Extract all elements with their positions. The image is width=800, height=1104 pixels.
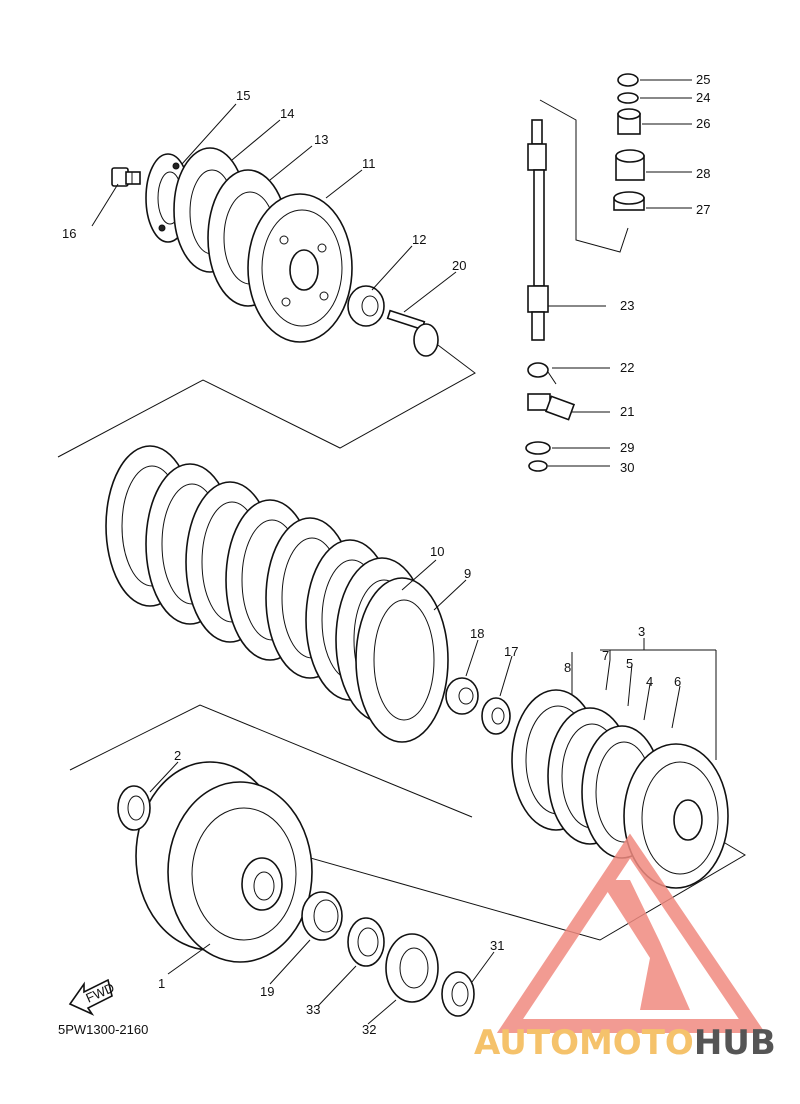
- callout-23: 23: [620, 298, 634, 313]
- bolt-16: [111, 167, 141, 187]
- callout-7: 7: [602, 648, 609, 663]
- push-rod-shaft-23: [527, 119, 549, 341]
- push-rod-20: [386, 309, 439, 357]
- washer-17: [481, 697, 511, 735]
- callout-numbers: 15 14 13 11 16 12 20 25 24 26 28 27 23 2…: [62, 72, 710, 1037]
- callout-24: 24: [696, 90, 710, 105]
- gear-32: [385, 933, 439, 1003]
- bearing-28: [615, 149, 645, 181]
- callout-8: 8: [564, 660, 571, 675]
- washer-31: [441, 971, 475, 1017]
- clutch-boss-assembly-3: [511, 689, 729, 889]
- watermark-text: AUTOMOTOHUB: [474, 1023, 776, 1063]
- callout-21: 21: [620, 404, 634, 419]
- fwd-arrow: FWD: [68, 978, 117, 1016]
- callout-9: 9: [464, 566, 471, 581]
- callout-20: 20: [452, 258, 466, 273]
- callout-11: 11: [362, 156, 376, 171]
- callout-17: 17: [504, 644, 518, 659]
- callout-31: 31: [490, 938, 504, 953]
- washer-29: [525, 441, 551, 455]
- callout-13: 13: [314, 132, 328, 147]
- diagram-code: 5PW1300-2160: [58, 1022, 148, 1037]
- callout-19: 19: [260, 984, 274, 999]
- clutch-housing-1: [135, 761, 313, 963]
- needle-bearing-19: [301, 891, 343, 941]
- bearing-18: [445, 677, 479, 715]
- callout-18: 18: [470, 626, 484, 641]
- callout-2: 2: [174, 748, 181, 763]
- watermark-triangle-icon: [496, 833, 766, 1033]
- callout-1: 1: [158, 976, 165, 991]
- callout-16: 16: [62, 226, 76, 241]
- circlip-30: [528, 460, 548, 472]
- friction-plate-stack: [105, 445, 449, 743]
- callout-4: 4: [646, 674, 653, 689]
- washer-33: [347, 917, 385, 967]
- washer-2: [117, 785, 151, 831]
- bearing-26: [617, 108, 641, 135]
- spring-22: [527, 362, 557, 385]
- callout-29: 29: [620, 440, 634, 455]
- callout-15: 15: [236, 88, 250, 103]
- leader-lines: [91, 79, 717, 1025]
- callout-30: 30: [620, 460, 634, 475]
- callout-25: 25: [696, 72, 710, 87]
- pressure-plate-11: [247, 193, 353, 343]
- reference-frame-bottom: [69, 704, 473, 818]
- reference-frame-top: [57, 335, 476, 458]
- circlip-25: [617, 73, 639, 87]
- watermark-text-part1: AUTOMOTO: [474, 1023, 694, 1063]
- callout-27: 27: [696, 202, 710, 217]
- callout-12: 12: [412, 232, 426, 247]
- clutch-plate-9: [355, 577, 449, 743]
- callout-26: 26: [696, 116, 710, 131]
- callout-6: 6: [674, 674, 681, 689]
- callout-33: 33: [306, 1002, 320, 1017]
- callout-10: 10: [430, 544, 444, 559]
- shaft-bracket: [539, 99, 629, 253]
- callout-5: 5: [626, 656, 633, 671]
- callout-32: 32: [362, 1022, 376, 1037]
- watermark-text-part2: HUB: [694, 1023, 776, 1063]
- callout-22: 22: [620, 360, 634, 375]
- bearing-12: [347, 285, 385, 327]
- seal-27: [613, 191, 645, 211]
- callout-28: 28: [696, 166, 710, 181]
- callout-3: 3: [638, 624, 645, 639]
- washer-24: [617, 92, 639, 104]
- callout-14: 14: [280, 106, 294, 121]
- lever-21: [527, 393, 576, 421]
- watermark-logo: [496, 833, 766, 1033]
